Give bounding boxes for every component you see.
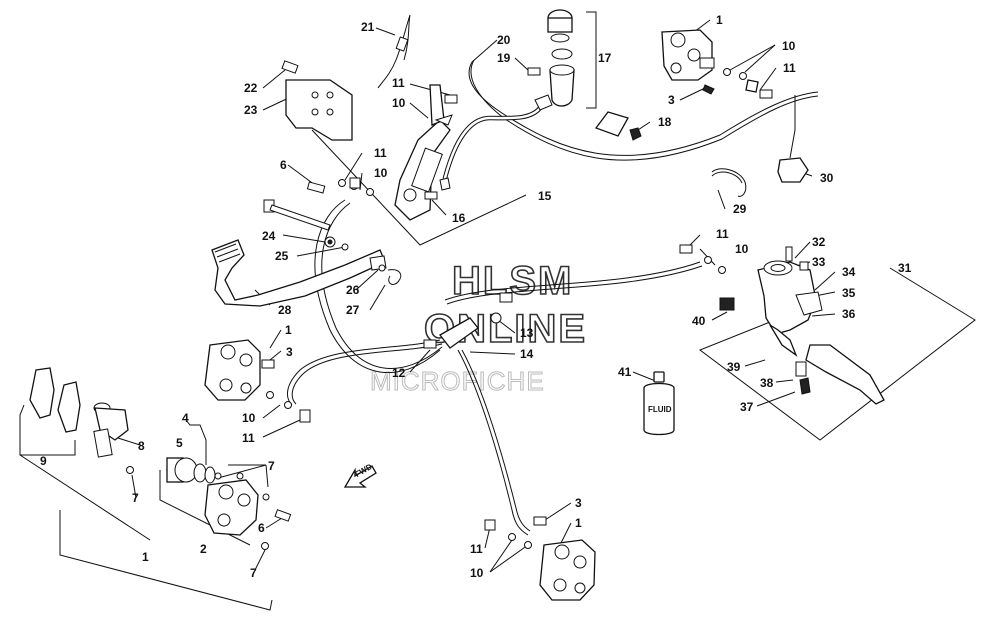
callout-label: 10 <box>782 39 796 53</box>
callout-label: 22 <box>244 81 258 95</box>
brake-lines <box>287 59 819 536</box>
spring-clip <box>711 168 747 197</box>
callout-label: 1 <box>142 550 149 564</box>
caliper-bottom <box>539 539 596 601</box>
callout-label: 30 <box>820 171 834 185</box>
callout-label: 9 <box>40 454 47 468</box>
callout-label: 21 <box>361 20 375 34</box>
callout-label: 15 <box>538 189 552 203</box>
callout-label: 10 <box>392 96 406 110</box>
callout-label: 1 <box>716 13 723 27</box>
callout-label: 10 <box>242 411 256 425</box>
callout-label: 14 <box>520 347 534 361</box>
callout-label: 8 <box>138 439 145 453</box>
callout-label: 37 <box>740 400 754 414</box>
watermark-line-1: HLSM <box>452 259 573 303</box>
callout-label: 10 <box>735 242 749 256</box>
callout-label: 40 <box>692 314 706 328</box>
parts: FLUID <box>29 9 885 601</box>
brake-pedal <box>211 239 386 307</box>
callout-label: 1 <box>285 323 292 337</box>
caliper-left-upper <box>204 339 261 401</box>
callout-label: 3 <box>668 93 675 107</box>
callout-label: 27 <box>346 303 360 317</box>
callout-label: 7 <box>132 491 139 505</box>
cable-21 <box>377 14 411 89</box>
callout-label: 29 <box>733 202 747 216</box>
brake-fluid-bottle: FLUID <box>643 371 675 436</box>
pad-pin <box>93 402 129 458</box>
junction-fitting <box>423 292 513 349</box>
watermark: HLSM ONLINE MICROFICHE <box>370 258 586 396</box>
reservoir <box>547 9 575 107</box>
callout-label: 19 <box>497 51 511 65</box>
callout-label: 1 <box>575 516 582 530</box>
caliper-top-right <box>661 29 715 81</box>
callout-label: 11 <box>374 146 387 160</box>
callout-label: 39 <box>727 360 741 374</box>
brake-line-hand <box>444 261 701 301</box>
callout-label: 4 <box>182 411 189 425</box>
callout-label: 2 <box>200 542 207 556</box>
callout-label: 41 <box>618 365 632 379</box>
callout-label: 20 <box>497 33 511 47</box>
callout-label: 3 <box>575 496 582 510</box>
callout-label: 28 <box>278 303 292 317</box>
caliper-piston <box>166 457 216 484</box>
bolt-24 <box>263 199 331 231</box>
callout-label: 36 <box>842 307 856 321</box>
callout-label: 10 <box>374 166 388 180</box>
brake-pads <box>29 367 81 433</box>
callout-label: 6 <box>280 158 287 172</box>
callout-label: 3 <box>286 345 293 359</box>
callout-label: 38 <box>760 376 774 390</box>
callout-label: 5 <box>176 436 183 450</box>
callout-label: 34 <box>842 265 856 279</box>
callout-label: 24 <box>262 229 276 243</box>
callout-label: 12 <box>392 366 406 380</box>
callout-label: 25 <box>275 249 289 263</box>
forward-arrow: FWD <box>343 462 377 488</box>
callout-label: 10 <box>470 566 484 580</box>
callout-label: 31 <box>898 261 912 275</box>
hand-brake-master <box>757 260 885 405</box>
callout-label: 17 <box>598 51 612 65</box>
callout-label: 18 <box>658 115 672 129</box>
callout-label: 26 <box>346 283 360 297</box>
callout-label: 13 <box>520 326 534 340</box>
caliper-body <box>204 479 259 536</box>
callout-label: 11 <box>716 227 729 241</box>
callout-label: 11 <box>470 542 483 556</box>
clip-30 <box>777 157 809 183</box>
callout-label: 7 <box>250 566 257 580</box>
callout-label: 35 <box>842 286 856 300</box>
callouts: 1 10 11 3 21 20 19 17 22 23 11 10 18 6 1… <box>40 13 912 580</box>
callout-label: 7 <box>268 459 275 473</box>
brake-line-left <box>287 339 441 406</box>
callout-label: 11 <box>783 61 796 75</box>
watermark-line-3: MICROFICHE <box>370 366 545 396</box>
callout-label: 32 <box>812 235 826 249</box>
callout-label: 33 <box>812 255 826 269</box>
callout-label: 11 <box>392 76 405 90</box>
brake-line-main <box>314 199 441 373</box>
callout-label: 23 <box>244 103 258 117</box>
brake-line-top <box>468 61 819 156</box>
master-cylinder <box>394 84 458 221</box>
brake-line-bottom <box>457 349 529 536</box>
fluid-bottle-label: FLUID <box>648 405 672 414</box>
callout-label: 11 <box>242 431 255 445</box>
bracket-plate <box>285 79 353 141</box>
callout-label: 6 <box>258 521 265 535</box>
callout-label: 16 <box>452 211 466 225</box>
